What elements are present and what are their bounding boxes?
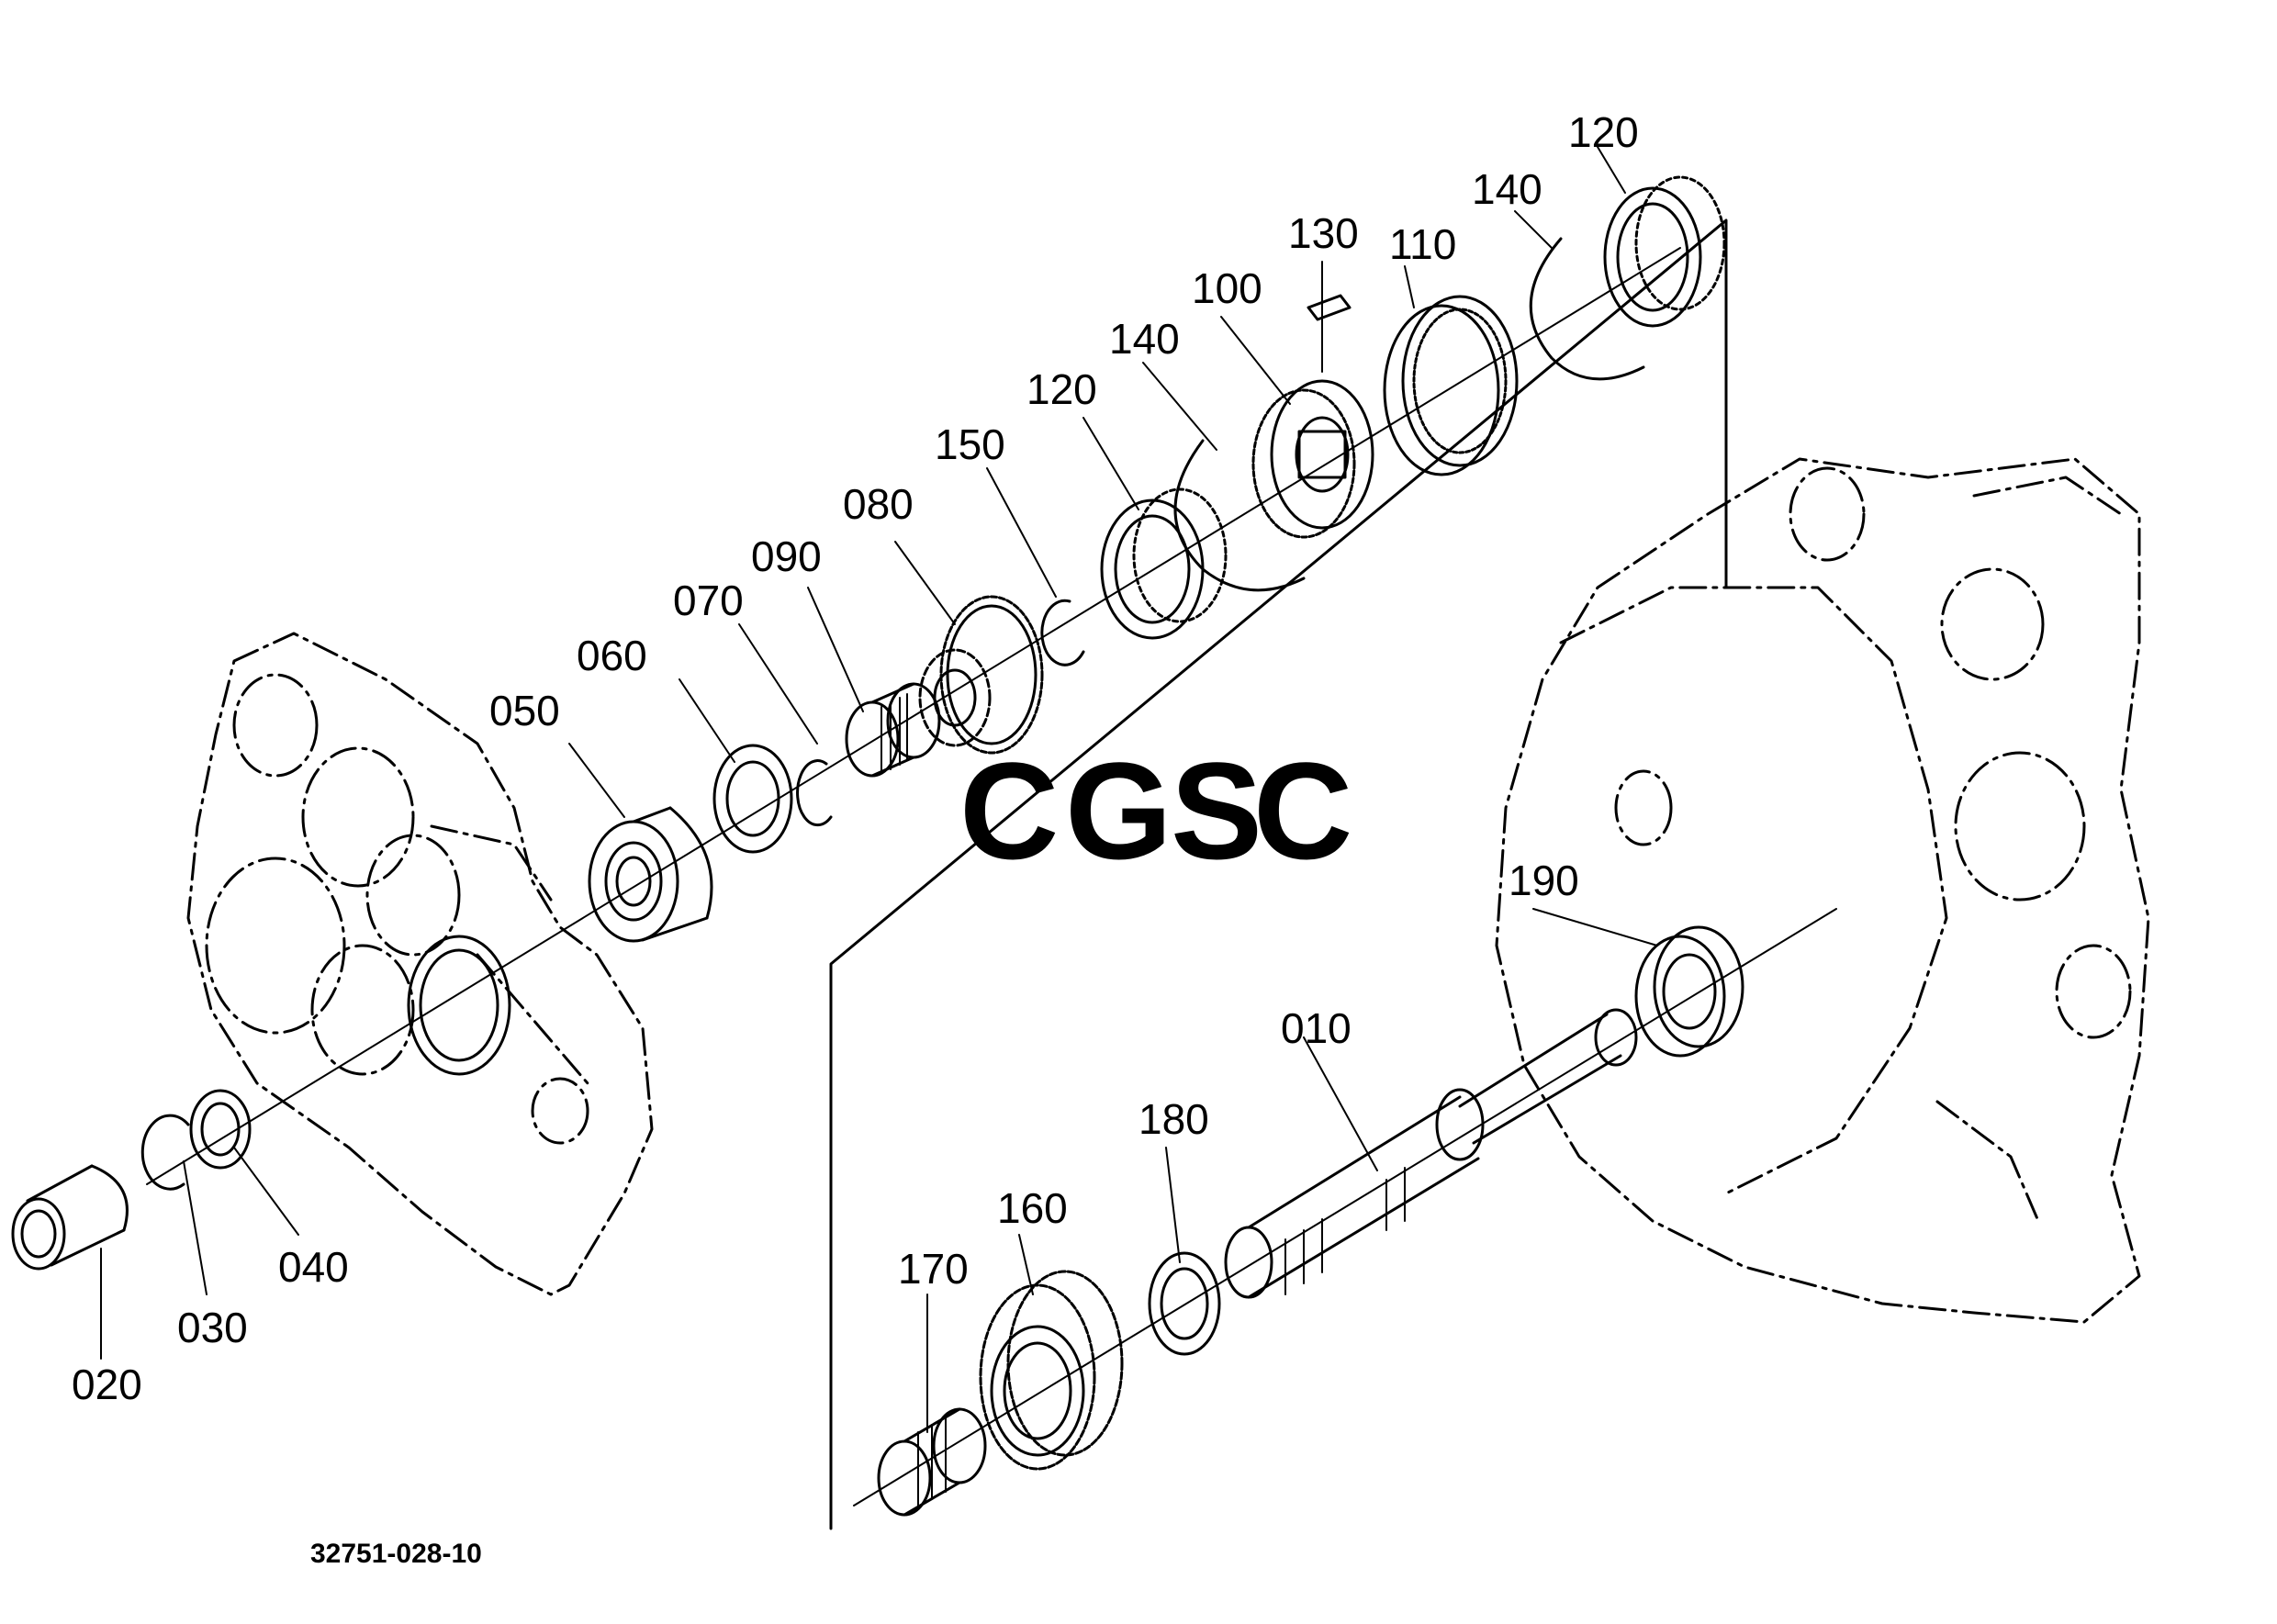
part-labels: 020 030 040 050 060 070 090 080 150 120 … bbox=[72, 108, 1639, 1408]
part-050-ball-bearing bbox=[588, 806, 713, 943]
lower-axis-line bbox=[853, 908, 1837, 1506]
label-140-lower: 140 bbox=[1109, 315, 1180, 363]
part-040-thrust-washer bbox=[189, 1089, 252, 1170]
part-170-needle-bearing bbox=[877, 1407, 987, 1517]
part-120-synchro-ring-lower bbox=[1100, 487, 1228, 640]
watermark: C G S C bbox=[959, 734, 1352, 888]
label-190: 190 bbox=[1509, 857, 1579, 904]
label-140-upper: 140 bbox=[1472, 165, 1542, 213]
part-140-spring-upper bbox=[1529, 237, 1645, 381]
upper-axis-line bbox=[146, 247, 1681, 1185]
leader-lines bbox=[100, 146, 1658, 1433]
watermark-letter-1: C bbox=[959, 734, 1059, 888]
transmission-housing bbox=[1495, 457, 2150, 1324]
label-080: 080 bbox=[843, 480, 914, 528]
label-010: 010 bbox=[1281, 1004, 1352, 1052]
label-110: 110 bbox=[1389, 220, 1456, 268]
label-130: 130 bbox=[1288, 209, 1359, 257]
label-160: 160 bbox=[997, 1184, 1068, 1232]
subassembly-frame bbox=[829, 218, 1728, 1530]
part-160-gear bbox=[979, 1270, 1124, 1471]
label-030: 030 bbox=[177, 1304, 248, 1351]
label-090: 090 bbox=[751, 532, 822, 580]
part-130-shifting-key bbox=[1307, 294, 1352, 321]
part-120-synchro-ring-upper bbox=[1603, 175, 1726, 328]
label-170: 170 bbox=[898, 1245, 969, 1293]
watermark-letter-2: G bbox=[1065, 734, 1172, 888]
watermark-letter-4: C bbox=[1253, 734, 1352, 888]
part-020-roller-sleeve bbox=[11, 1164, 129, 1271]
part-190-ball-bearing bbox=[1634, 925, 1744, 1058]
label-050: 050 bbox=[489, 687, 560, 734]
part-060-washer bbox=[712, 744, 793, 854]
part-080-gear bbox=[918, 595, 1044, 755]
label-100: 100 bbox=[1192, 264, 1262, 312]
drawing-number: 32751-028-10 bbox=[310, 1539, 482, 1569]
label-120-upper: 120 bbox=[1568, 108, 1639, 156]
label-040: 040 bbox=[278, 1243, 349, 1291]
part-030-snap-ring bbox=[140, 1114, 190, 1191]
part-070-snap-ring bbox=[796, 759, 833, 827]
part-110-coupler-sleeve bbox=[1383, 295, 1519, 476]
part-010-shaft bbox=[1224, 1008, 1638, 1299]
part-150-snap-ring bbox=[1040, 599, 1085, 666]
label-020: 020 bbox=[72, 1361, 142, 1408]
part-140-spring-lower bbox=[1173, 439, 1306, 592]
watermark-letter-3: S bbox=[1171, 734, 1262, 888]
label-120-lower: 120 bbox=[1026, 365, 1097, 413]
label-070: 070 bbox=[673, 577, 744, 624]
label-150: 150 bbox=[935, 420, 1005, 468]
part-090-needle-bearing bbox=[845, 682, 941, 778]
part-180-washer bbox=[1148, 1251, 1221, 1356]
part-100-synchro-hub bbox=[1251, 379, 1374, 539]
gear-case-cover bbox=[186, 632, 654, 1296]
label-180: 180 bbox=[1138, 1095, 1209, 1143]
cover-oil-seal bbox=[407, 935, 511, 1076]
label-060: 060 bbox=[577, 632, 647, 679]
